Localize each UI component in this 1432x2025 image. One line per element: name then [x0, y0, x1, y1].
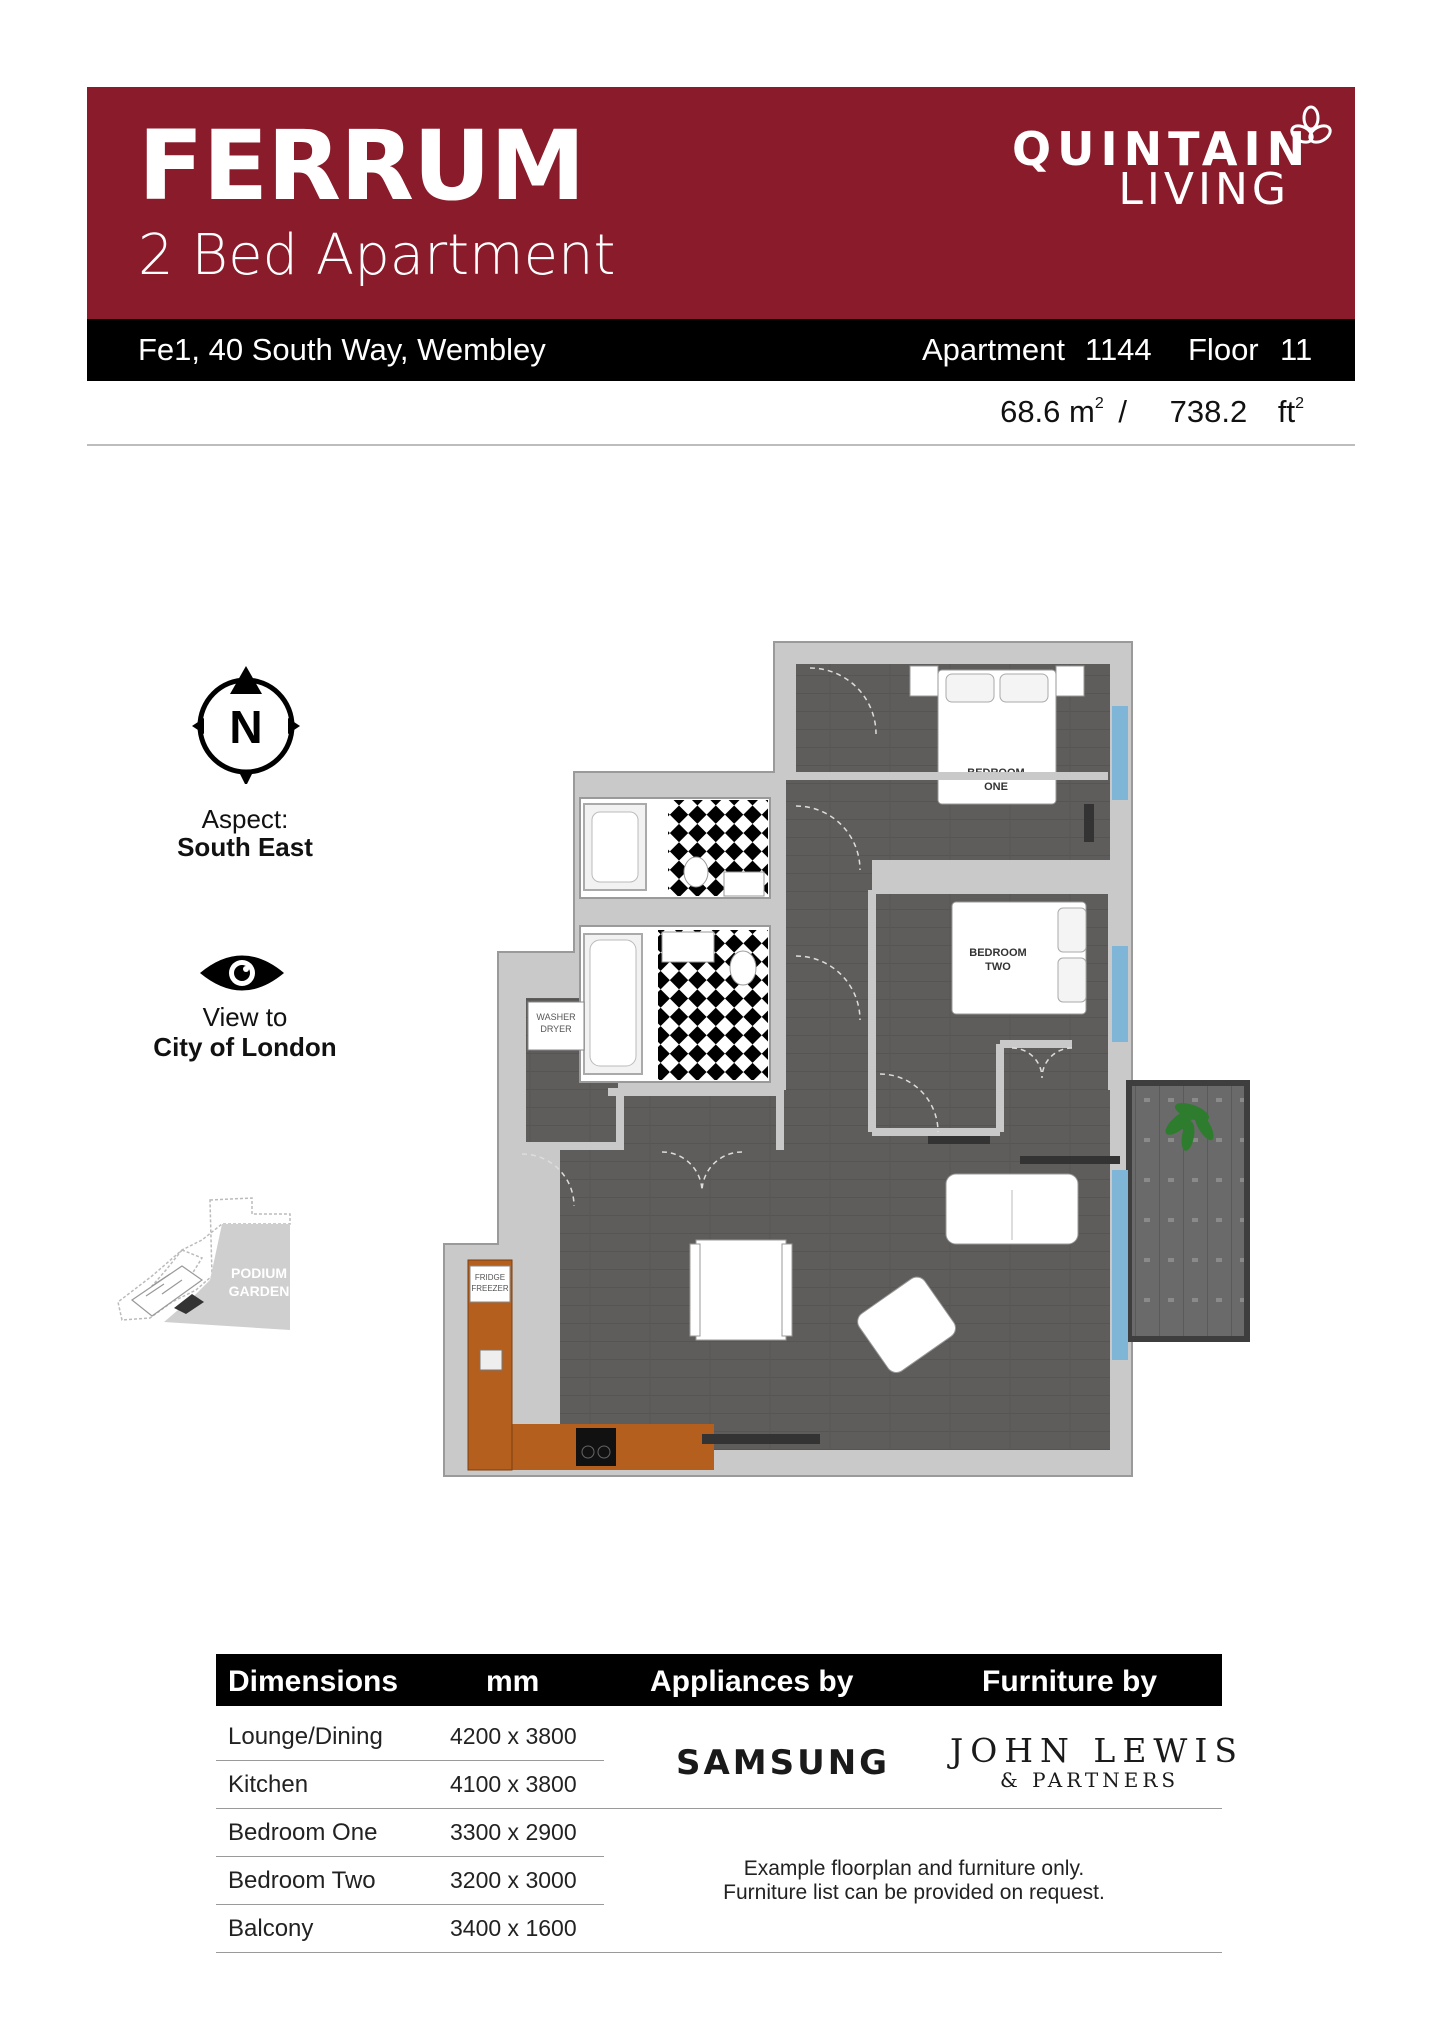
- header-furniture: Furniture by: [982, 1665, 1158, 1698]
- divider: [87, 444, 1355, 446]
- table-row-mm: 3200 x 3000: [450, 1867, 577, 1893]
- table-row-room: Bedroom Two: [228, 1867, 376, 1894]
- furniture-brand-logo: JOHN LEWIS: [950, 1731, 1244, 1770]
- divider: [216, 1904, 604, 1905]
- apartment-number: 1144: [1085, 332, 1152, 367]
- superscript-2: 2: [1094, 395, 1104, 412]
- table-header-bar: [216, 1654, 1222, 1706]
- divider: [604, 1952, 1222, 1953]
- view-label: View to: [202, 1002, 288, 1032]
- development-title: FERRUM: [138, 110, 585, 222]
- table-row-mm: 3300 x 2900: [450, 1819, 577, 1845]
- area-sqft-unit: ft: [1277, 394, 1296, 429]
- floor-label: Floor: [1188, 332, 1259, 367]
- furniture-brand-sub: & PARTNERS: [1000, 1768, 1180, 1792]
- floorplan-drawing: WASHER DRYER FRIDGE FREEZER BEDROOM ONE …: [443, 641, 1250, 1477]
- table-row-mm: 4200 x 3800: [450, 1723, 577, 1749]
- address: Fe1, 40 South Way, Wembley: [138, 332, 546, 367]
- area-sqm-unit: m: [1069, 394, 1095, 429]
- site-label: GARDEN: [229, 1283, 290, 1299]
- plan-label: FRIDGE: [475, 1273, 505, 1282]
- appliances-brand-logo: SAMSUNG: [676, 1743, 891, 1783]
- disclaimer-line-1: Example floorplan and furniture only.: [743, 1857, 1085, 1880]
- superscript-2: 2: [1295, 395, 1304, 412]
- room-label-bedroom-one: ONE: [984, 781, 1008, 793]
- divider: [604, 1808, 1222, 1809]
- table-row-room: Bedroom One: [228, 1819, 378, 1846]
- site-label: PODIUM: [231, 1265, 287, 1281]
- area-separator: /: [1118, 394, 1128, 429]
- room-label-bedroom-two: BEDROOM: [969, 947, 1026, 959]
- plan-label: DRYER: [540, 1024, 572, 1034]
- divider: [216, 1952, 604, 1953]
- table-row-mm: 3400 x 1600: [450, 1915, 577, 1941]
- header-dimensions: Dimensions: [228, 1665, 399, 1698]
- north-compass-icon: N: [192, 666, 300, 784]
- header-mm: mm: [486, 1665, 540, 1698]
- aspect-value: South East: [177, 832, 313, 862]
- table-row-room: Kitchen: [228, 1771, 309, 1798]
- compass-letter: N: [229, 701, 262, 753]
- disclaimer-line-2: Furniture list can be provided on reques…: [723, 1881, 1105, 1904]
- trefoil-logo-icon: [1290, 105, 1332, 144]
- area-sqft: 738.2: [1169, 394, 1248, 429]
- area-summary: 68.6 m2 / 738.2 ft2: [1000, 394, 1304, 429]
- table-row-room: Lounge/Dining: [228, 1723, 383, 1750]
- floor-number: 11: [1280, 332, 1313, 367]
- logo-text-living: LIVING: [1118, 164, 1290, 215]
- site-location-plan: PODIUM GARDEN: [117, 1197, 291, 1330]
- table-row-room: Balcony: [228, 1915, 314, 1942]
- divider: [216, 1856, 604, 1857]
- plan-label: WASHER: [536, 1012, 576, 1022]
- header-appliances: Appliances by: [650, 1665, 854, 1698]
- area-sqm: 68.6: [1000, 394, 1061, 429]
- divider: [216, 1808, 604, 1809]
- table-row-mm: 4100 x 3800: [450, 1771, 577, 1797]
- eye-icon: [200, 955, 284, 991]
- apartment-type: 2 Bed Apartment: [138, 223, 616, 288]
- address-bar: [87, 319, 1355, 381]
- divider: [216, 1760, 604, 1761]
- view-value: City of London: [153, 1032, 337, 1062]
- header-band: [87, 87, 1355, 319]
- apartment-label: Apartment: [922, 332, 1066, 367]
- room-label-bedroom-two: TWO: [985, 961, 1011, 973]
- logo-text-quintain: QUINTAIN: [1012, 122, 1312, 176]
- aspect-label: Aspect:: [201, 804, 289, 834]
- plan-label: FREEZER: [471, 1284, 509, 1293]
